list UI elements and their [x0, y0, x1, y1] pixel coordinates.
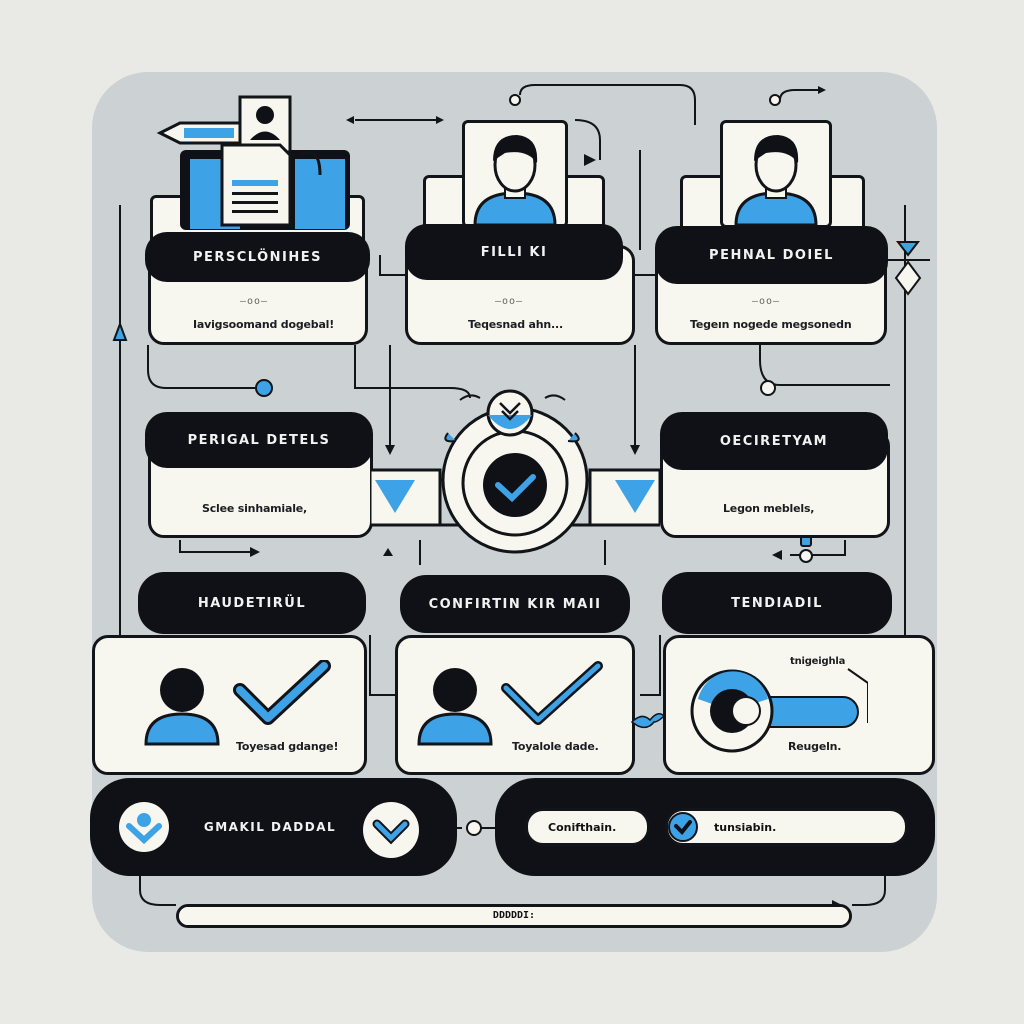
- user-portrait-icon: [465, 123, 565, 225]
- status-caption-right: Reugeln.: [788, 740, 842, 753]
- summary-band-label: GMAKIL DADDAL: [203, 820, 337, 834]
- detail-caption-left: Sclee sinhamiale,: [202, 502, 308, 515]
- status-title-left[interactable]: HAUDETIRÜL: [138, 572, 366, 634]
- status-card-left: [92, 635, 367, 775]
- confirm-field[interactable]: Conifthain.: [525, 808, 650, 846]
- step-caption-3: Tegeın nogede megsonedn: [690, 318, 852, 331]
- step-dots-3: —oo—: [752, 296, 781, 307]
- step-title-2[interactable]: FILLI KI: [405, 224, 623, 280]
- status-title-right[interactable]: TENDIADIL: [662, 572, 892, 634]
- step-dots-2: —oo—: [495, 296, 524, 307]
- verification-hub-icon[interactable]: [368, 385, 662, 560]
- chevron-check-icon[interactable]: [117, 800, 171, 859]
- step-caption-1: Iavigsoomand dogebal!: [193, 318, 335, 331]
- detail-title-right[interactable]: OECIRETYAM: [660, 412, 888, 470]
- progress-fill: [179, 907, 849, 925]
- user-portrait-icon: [726, 123, 826, 225]
- progress-bar[interactable]: DDDDDI:: [176, 904, 852, 928]
- chevron-down-icon[interactable]: [361, 800, 421, 865]
- step-title-1[interactable]: PERSCLÖNIHES: [145, 232, 370, 282]
- progress-label: DDDDDI:: [492, 910, 536, 921]
- status-caption-left: Toyesad gdange!: [236, 740, 339, 753]
- detail-caption-right: Legon meblels,: [723, 502, 815, 515]
- check-radio-icon[interactable]: [667, 811, 699, 848]
- checkmark-icon: [498, 660, 608, 737]
- status-card-middle: [395, 635, 635, 775]
- status-caption-middle: Toyalole dade.: [512, 740, 599, 753]
- status-title-middle[interactable]: CONFIRTIN KIR MAII: [400, 575, 630, 633]
- step-dots-1: —oo—: [240, 296, 269, 307]
- user-avatar-icon: [415, 662, 495, 751]
- user-portrait-3: [720, 120, 832, 228]
- step-caption-2: Teqesnad ahn...: [468, 318, 563, 331]
- user-portrait-2: [462, 120, 568, 228]
- toggle-label: tnigeighla: [790, 656, 846, 667]
- step-title-3[interactable]: PEHNAL DOIEL: [655, 226, 888, 284]
- document-stack-icon: [150, 95, 370, 240]
- toggle-switch[interactable]: [688, 663, 869, 764]
- bird-icon: [628, 708, 668, 737]
- checkmark-icon: [232, 659, 332, 735]
- detail-title-left[interactable]: PERIGAL DETELS: [145, 412, 373, 468]
- user-avatar-icon: [142, 662, 222, 751]
- second-field[interactable]: tunsiabin.: [665, 808, 908, 846]
